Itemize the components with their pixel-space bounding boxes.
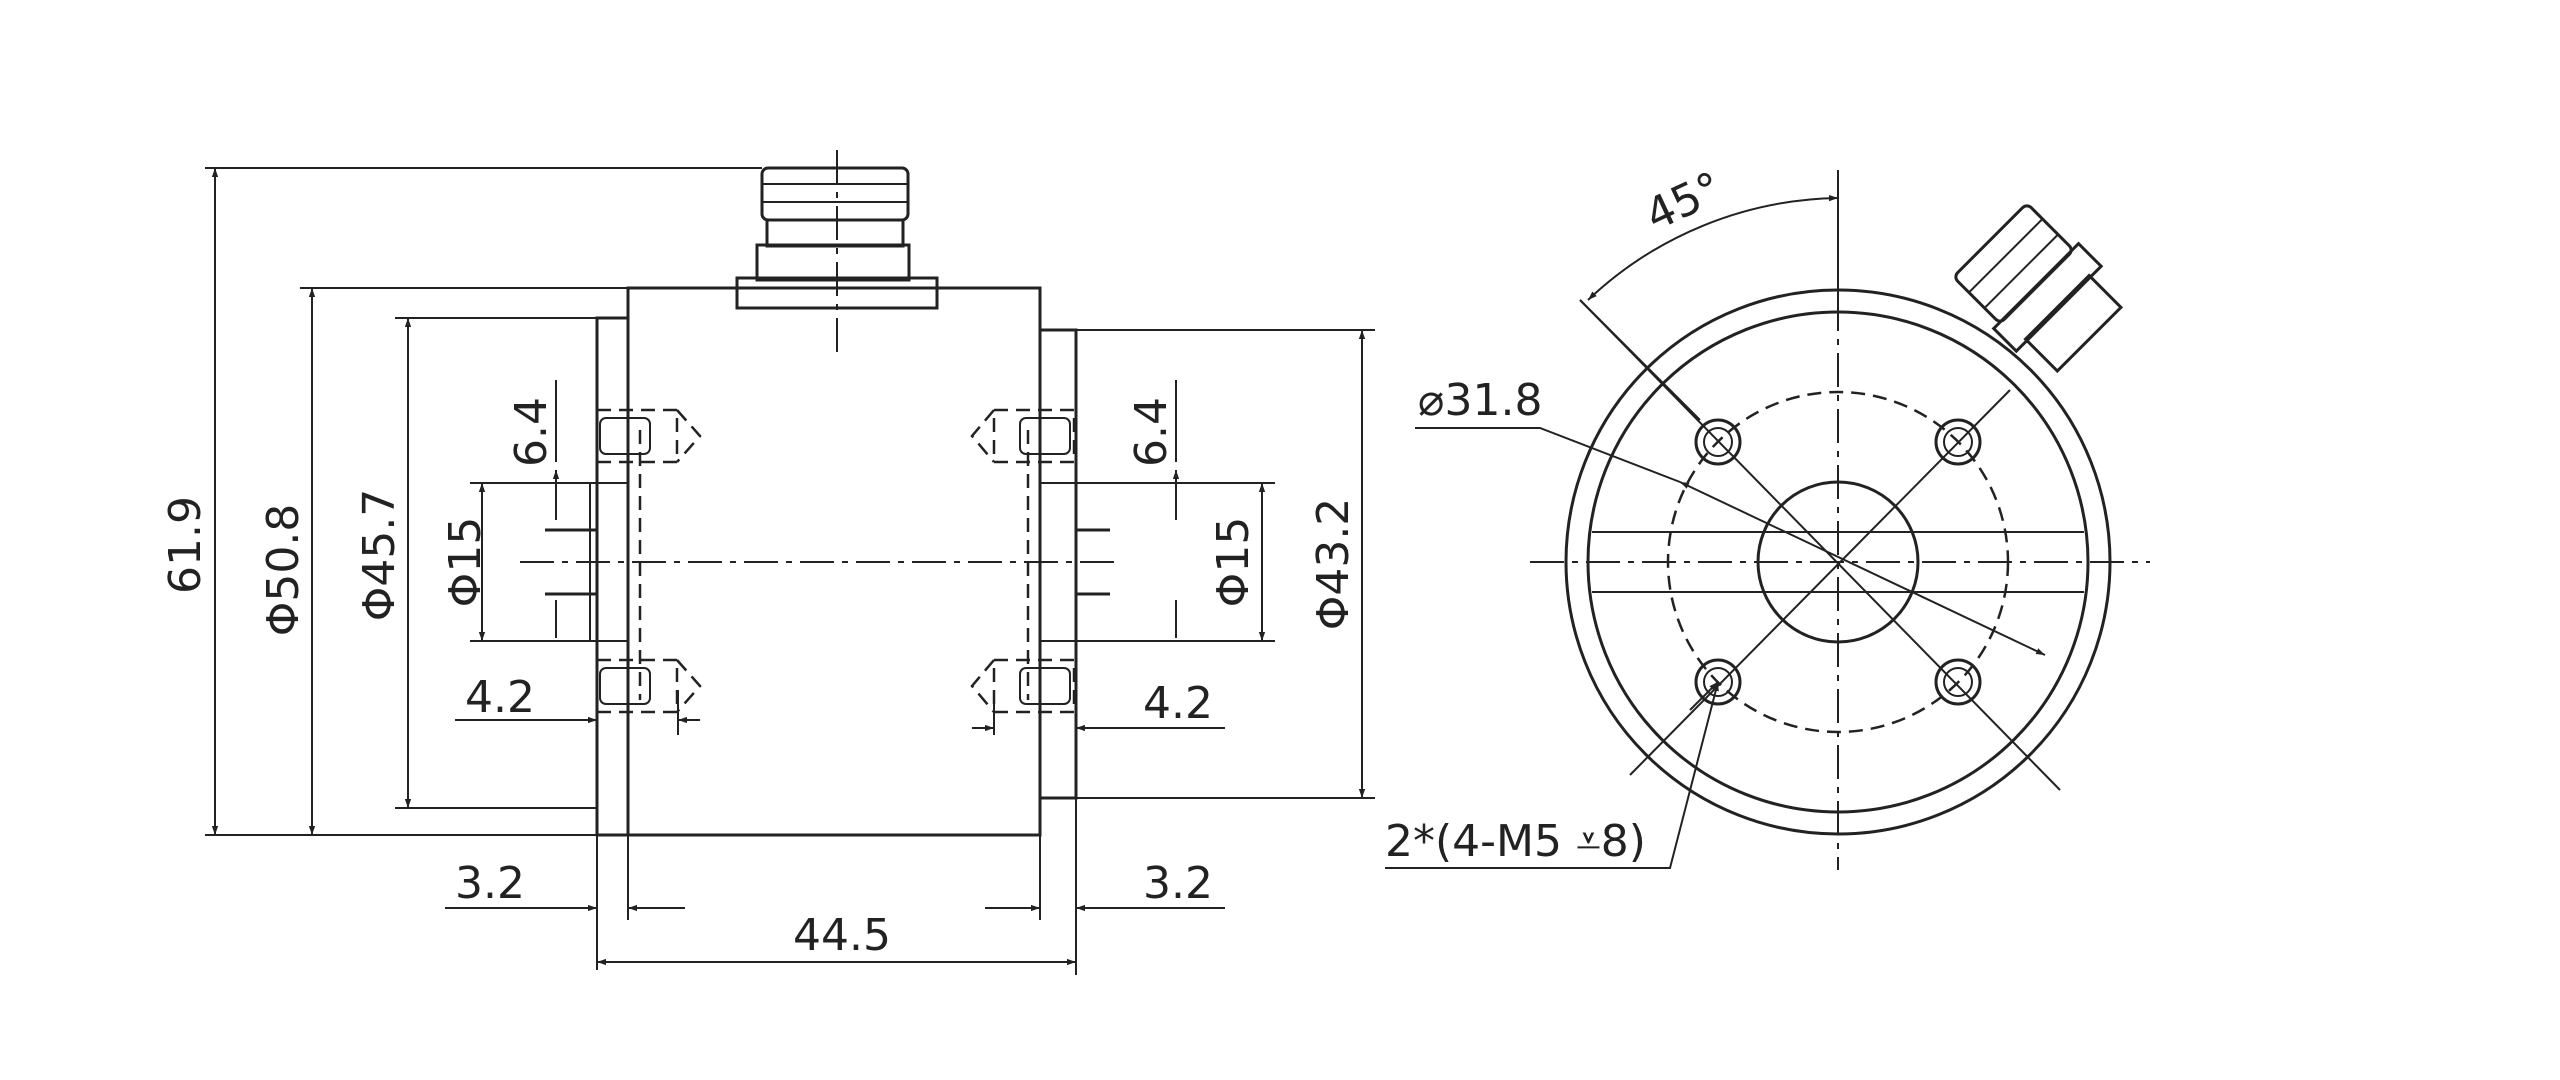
- dim-label-50-8: Φ50.8: [258, 504, 309, 637]
- dim-label-3-2-left: 3.2: [455, 858, 525, 909]
- diagonal-line-a: [1579, 299, 2061, 791]
- bolt-hole-lower-left: [1694, 658, 1742, 706]
- dim-diameter-43-2: Φ43.2: [1076, 329, 1375, 799]
- dim-label-44-5: 44.5: [793, 910, 891, 961]
- thread-callout-label: 2*(4-M5 ⩡8): [1385, 816, 1646, 867]
- dim-label-15-left: Φ15: [440, 517, 491, 608]
- right-flange: [1038, 328, 1078, 800]
- side-view: 61.9 Φ50.8 Φ45.7 Φ15 6.4: [160, 150, 1375, 975]
- bolt-hole-upper-right: [1934, 418, 1982, 466]
- thread-callout: 2*(4-M5 ⩡8): [1385, 681, 1719, 869]
- end-view-connector: [1954, 204, 2124, 374]
- left-flange: [595, 316, 630, 837]
- dim-overall-length: 44.5: [597, 798, 1077, 975]
- dim-label-61-9: 61.9: [160, 496, 211, 594]
- diagonal-line-b: [1629, 389, 2011, 776]
- connector: [735, 166, 939, 310]
- dim-label-6-4-left: 6.4: [506, 397, 557, 467]
- dim-overall-height: 61.9: [160, 167, 762, 836]
- dim-diameter-45-7: Φ45.7: [354, 317, 597, 809]
- dim-label-3-2-right: 3.2: [1143, 858, 1213, 909]
- dim-label-45-7: Φ45.7: [354, 489, 405, 622]
- right-hub-step: [1040, 482, 1077, 642]
- dim-angle-45: 45°: [1579, 162, 1839, 421]
- dim-label-6-4-right: 6.4: [1126, 397, 1177, 467]
- end-view: 45° ⌀31.8 2*(4-M5 ⩡8): [1385, 162, 2150, 870]
- dim-depth-4-2-left: 4.2: [455, 672, 700, 735]
- dim-diameter-50-8: Φ50.8: [258, 287, 628, 835]
- dim-label-31-8: ⌀31.8: [1418, 375, 1542, 426]
- bolt-hole-upper-left: [1694, 418, 1742, 466]
- left-hub-step: [589, 482, 628, 642]
- dim-label-43-2: Φ43.2: [1308, 498, 1359, 631]
- threaded-hole-left-bottom: [595, 658, 702, 714]
- dim-bolt-circle-31-8: ⌀31.8: [1415, 375, 2046, 656]
- bolt-hole-lower-right: [1934, 658, 1982, 706]
- dim-label-4-2-left: 4.2: [465, 672, 535, 723]
- threaded-hole-left-top: [595, 408, 702, 464]
- dim-depth-6-4-right: 6.4: [1126, 380, 1180, 638]
- dim-label-15-right: Φ15: [1208, 517, 1259, 608]
- dim-diameter-15-left: Φ15: [440, 482, 590, 642]
- dim-depth-4-2-right: 4.2: [972, 678, 1225, 735]
- dim-label-45-deg: 45°: [1638, 162, 1730, 241]
- dim-depth-6-4-left: 6.4: [506, 380, 560, 638]
- dim-label-4-2-right: 4.2: [1143, 678, 1213, 729]
- threaded-hole-right-bottom: [970, 658, 1076, 714]
- dim-flange-3-2-left: 3.2: [445, 835, 685, 970]
- threaded-hole-right-top: [970, 408, 1076, 464]
- dim-flange-3-2-right: 3.2: [985, 835, 1225, 920]
- dim-diameter-15-right: Φ15: [1076, 482, 1275, 642]
